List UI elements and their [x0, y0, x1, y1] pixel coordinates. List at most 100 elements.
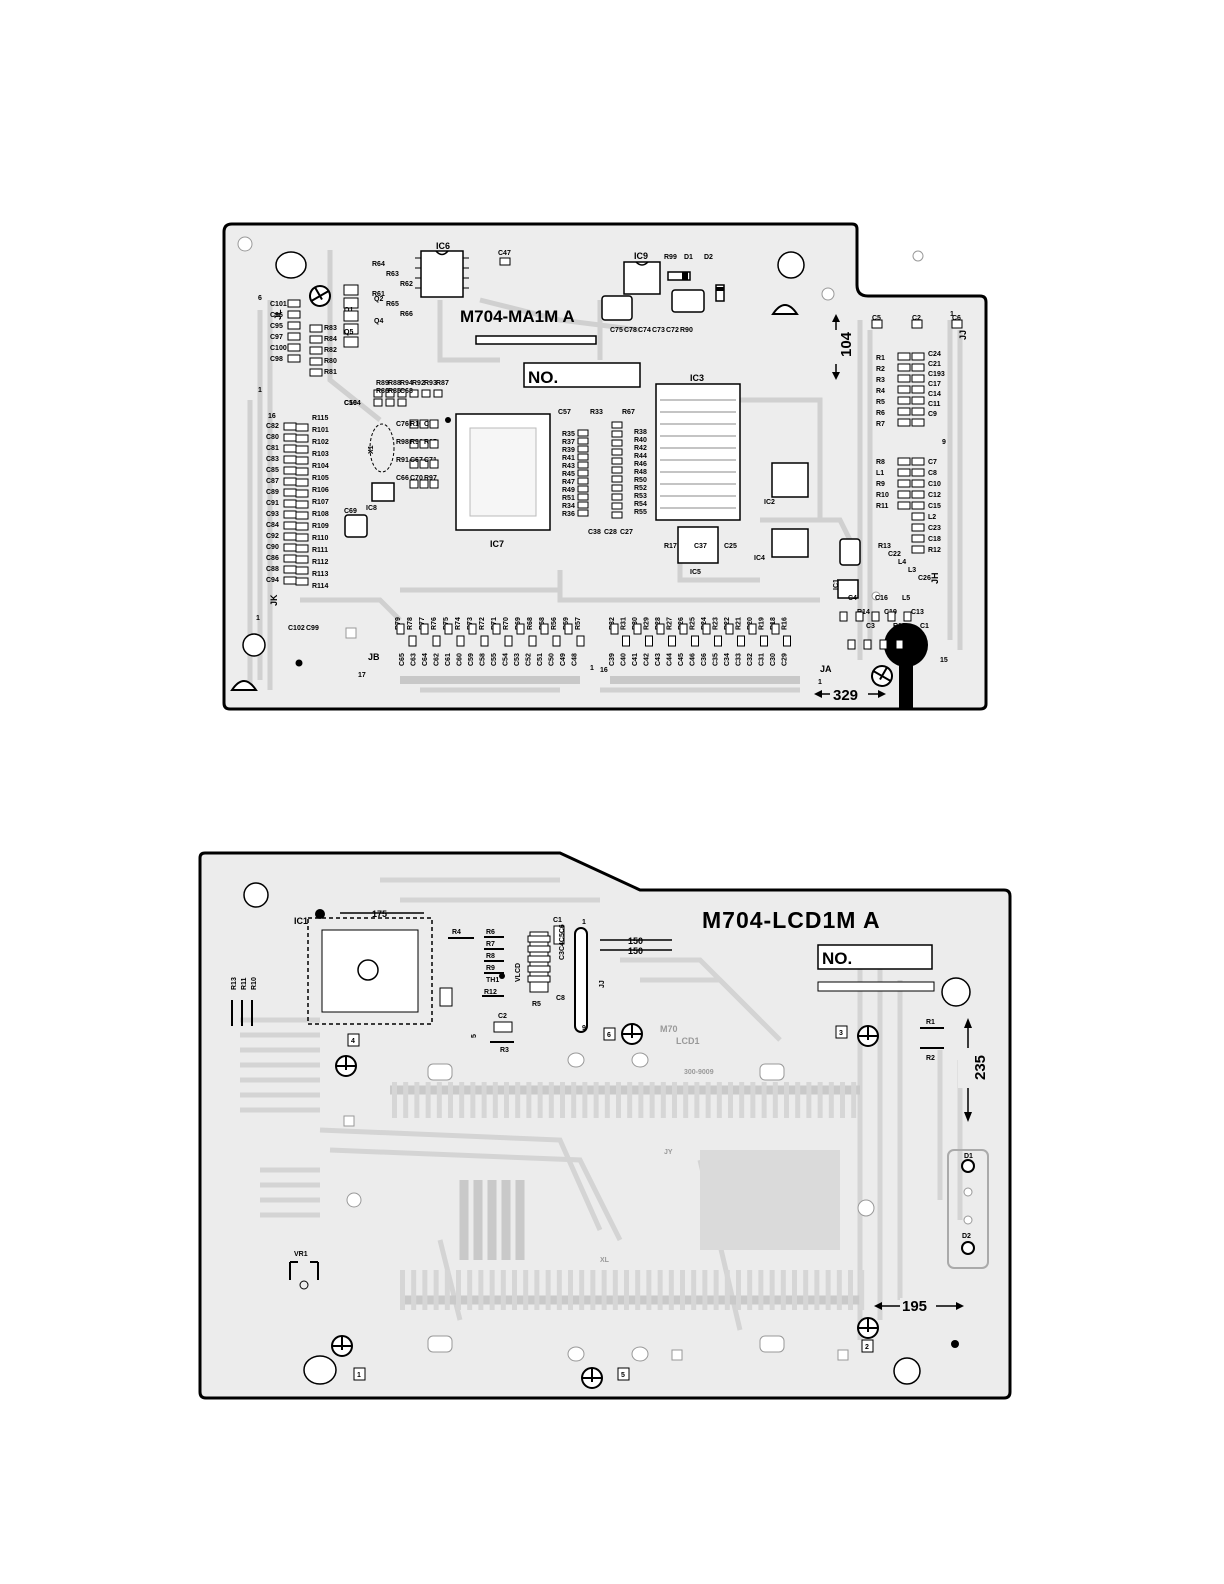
- component-label: C97: [270, 334, 283, 341]
- component-label: R67: [622, 409, 635, 416]
- x1-label: X1: [368, 445, 375, 454]
- component-pad: [897, 374, 911, 383]
- component-label: C61: [445, 653, 452, 666]
- lcd-contact: [672, 1082, 677, 1118]
- lcd-contact: [616, 1082, 621, 1118]
- component-pad: [283, 565, 297, 574]
- component-pad: [911, 468, 925, 477]
- component-label: C21: [928, 361, 941, 368]
- component-label: C98: [270, 356, 283, 363]
- component-pad: [633, 623, 642, 635]
- component-label: C68: [400, 388, 413, 395]
- component-label: C84: [266, 522, 279, 529]
- faint-silk-text: 300-9009 LCD1 M70 JY XL: [600, 1024, 714, 1264]
- component-label: R8: [876, 459, 885, 466]
- component-label: C90: [266, 544, 279, 551]
- lcd-contact: [456, 1270, 461, 1310]
- top-battery-lead: [884, 623, 928, 709]
- lcd-contact: [492, 1082, 498, 1118]
- component-label: R17: [664, 543, 677, 550]
- component-label: R54: [634, 501, 647, 508]
- component-pad: [528, 635, 537, 647]
- component-pad: [771, 623, 780, 635]
- component-label: R104: [312, 463, 329, 470]
- component-label: R41: [562, 455, 575, 462]
- component-label: C5: [872, 315, 881, 322]
- component-pad: [911, 479, 925, 488]
- component-pad: [419, 459, 429, 469]
- lcd-contact: [649, 1082, 655, 1118]
- component-label: C6: [952, 315, 961, 322]
- component-pad: [911, 352, 925, 361]
- svg-text:LCD1: LCD1: [676, 1036, 700, 1046]
- component-pad: [577, 461, 589, 469]
- component-label: R66: [400, 311, 413, 318]
- component-label: C75: [610, 327, 623, 334]
- component-pad: [611, 475, 623, 483]
- component-pad: [855, 611, 864, 622]
- lcd-contact-row-bottom: [400, 1270, 865, 1310]
- component-label: D2: [704, 254, 713, 261]
- component-pad: [911, 374, 925, 383]
- component-label: R74: [455, 617, 462, 630]
- component-label: C47: [498, 250, 511, 257]
- screw-marker: 2: [857, 1317, 879, 1353]
- component-pad: [911, 490, 925, 499]
- svg-text:TH1: TH1: [486, 977, 499, 984]
- component-label: C25: [724, 543, 737, 550]
- lcd-contact: [624, 1270, 629, 1310]
- lcd-contact: [780, 1270, 786, 1310]
- component-pad: [295, 555, 309, 564]
- component-label: C96: [270, 312, 283, 319]
- component-label: R113: [312, 571, 328, 578]
- top-pin-numbers: 6 1 16 1 17 1 16 1 15 9 1: [256, 295, 954, 686]
- component-label: R99: [664, 254, 677, 261]
- component-pad: [897, 418, 911, 427]
- component-label: R103: [312, 451, 329, 458]
- lcd-contact: [526, 1082, 532, 1118]
- component-pad: [499, 257, 511, 266]
- component-pad: [309, 368, 323, 377]
- component-pad: [287, 343, 301, 352]
- lcd-contact: [444, 1270, 450, 1310]
- component-label: R51: [562, 495, 575, 502]
- svg-text:R3: R3: [500, 1047, 509, 1054]
- c69-capacitor: [344, 514, 368, 538]
- component-label: C85: [266, 467, 279, 474]
- svg-text:1: 1: [258, 387, 262, 394]
- component-label: C91: [266, 500, 279, 507]
- component-pad: [295, 577, 309, 586]
- component-pad: [691, 635, 699, 647]
- component-label: C36: [701, 653, 708, 666]
- svg-text:JY: JY: [664, 1149, 673, 1156]
- component-pad: [897, 363, 911, 372]
- component-pad: [429, 419, 439, 429]
- lcd-contact: [750, 1082, 756, 1118]
- component-pad: [283, 422, 297, 431]
- component-label: C3: [866, 623, 875, 630]
- ic5-chip: [677, 526, 719, 564]
- c25-capacitor: [839, 538, 861, 566]
- component-label: C35: [713, 653, 720, 666]
- component-label: C12: [928, 492, 941, 499]
- component-pad: [564, 623, 573, 635]
- ic2-label: IC2: [764, 499, 775, 506]
- lcd-contact: [806, 1082, 812, 1118]
- component-pad: [668, 635, 676, 647]
- component-label: C76: [396, 421, 409, 428]
- lcd-contact: [579, 1270, 585, 1310]
- component-label: R101: [312, 427, 329, 434]
- component-label: R42: [634, 445, 647, 452]
- component-label: C28: [604, 529, 617, 536]
- component-pad: [309, 357, 323, 366]
- component-label: C80: [266, 434, 279, 441]
- component-pad: [429, 439, 439, 449]
- component-pad: [516, 623, 525, 635]
- component-pad: [911, 418, 925, 427]
- svg-text:104: 104: [838, 331, 855, 357]
- svg-text:1: 1: [818, 679, 822, 686]
- component-label: C89: [266, 489, 279, 496]
- component-label: R44: [634, 453, 647, 460]
- lcd-contact: [571, 1082, 577, 1118]
- component-label: C93: [266, 511, 279, 518]
